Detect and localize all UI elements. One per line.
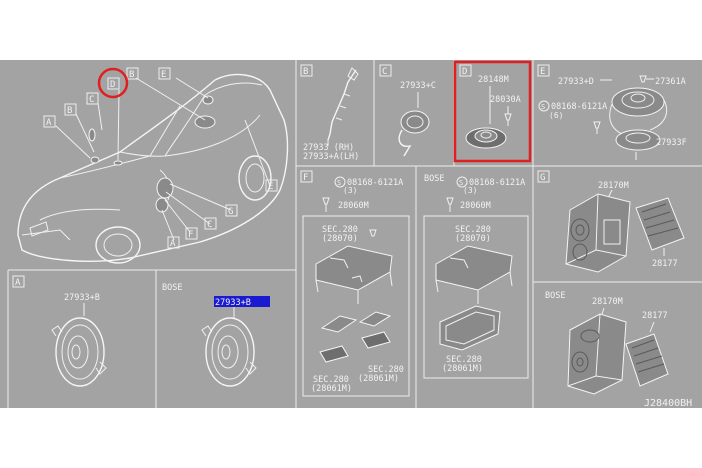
panel-c: C 27933+C [379, 64, 436, 157]
callout-e: E [161, 70, 166, 80]
f-part: 28060M [338, 201, 369, 211]
a-bose-part: 27933+B [215, 298, 251, 308]
a-part: 27933+B [64, 293, 100, 303]
panel-f: F S 08168-6121A (3) 28060M SEC.280 (2807… [300, 170, 410, 397]
e-screw: 08168-6121A [551, 102, 607, 112]
panel-f-bose: BOSE S 08168-6121A (3) 28060M SEC.280 (2… [423, 174, 529, 379]
svg-text:F: F [303, 173, 308, 183]
panel-d: D 28148M 28030A [453, 60, 532, 163]
svg-text:G: G [540, 173, 545, 183]
svg-text:B: B [303, 67, 308, 77]
b-part-lh: 27933+A(LH) [303, 152, 359, 162]
reference-code: J28400BH [644, 398, 692, 408]
svg-text:BOSE: BOSE [162, 283, 182, 293]
svg-text:(28061M): (28061M) [442, 364, 483, 374]
svg-text:A: A [15, 278, 21, 288]
callout-e2: E [268, 182, 273, 192]
svg-text:BOSE: BOSE [424, 174, 444, 184]
callout-a: A [46, 118, 52, 128]
e-part-3: 27933F [656, 138, 687, 148]
g-bose-part-2: 28177 [642, 311, 668, 321]
svg-text:(28070): (28070) [322, 234, 358, 244]
highlight-circle [97, 67, 129, 99]
bose-screw-qty: (3) [463, 186, 477, 195]
car-leader-lines [55, 77, 271, 241]
svg-text:(28061M): (28061M) [358, 374, 399, 384]
callout-c2: C [207, 220, 212, 230]
svg-text:SEC.280: SEC.280 [368, 365, 404, 375]
callout-f: F [188, 230, 193, 240]
callout-b2: B [129, 70, 134, 80]
svg-text:S: S [541, 103, 545, 111]
g-bose-part-1: 28170M [592, 297, 623, 307]
d-part-speaker: 28148M [478, 75, 509, 85]
callout-d: D [110, 80, 115, 90]
panel-e: E 27933+D 27361A S 08168-6121A (6) 27933… [537, 64, 687, 160]
svg-text:SEC.280: SEC.280 [313, 375, 349, 385]
panel-g: G 28170M 28177 [537, 170, 685, 273]
svg-text:S: S [459, 179, 463, 187]
g-part-2: 28177 [652, 259, 678, 269]
svg-text:S: S [337, 179, 341, 187]
svg-text:(28061M): (28061M) [311, 384, 352, 394]
e-part-1: 27933+D [558, 77, 594, 87]
panel-a-bose: BOSE 27933+B [162, 283, 270, 387]
bose-part: 28060M [460, 201, 491, 211]
svg-text:C: C [382, 67, 387, 77]
e-part-2: 27361A [655, 77, 686, 87]
f-screw: 08168-6121A [347, 178, 403, 188]
panel-b: B 27933 (RH) 27933+A(LH) [300, 64, 359, 162]
f-screw-qty: (3) [343, 186, 357, 195]
c-part: 27933+C [400, 81, 436, 91]
parts-diagram: A B C D B E E G C F A B 27933 (RH) 27933… [0, 60, 702, 408]
panel-borders [7, 60, 702, 408]
car-illustration [17, 73, 289, 264]
d-part-screw: 28030A [490, 95, 521, 105]
svg-text:E: E [540, 67, 545, 77]
b-part-rh: 27933 (RH) [303, 143, 354, 153]
g-part-1: 28170M [598, 181, 629, 191]
car-callout-boxes: A B C D B E E G C F A [43, 67, 278, 249]
svg-text:SEC.280: SEC.280 [446, 355, 482, 365]
callout-g: G [228, 207, 233, 217]
e-screw-qty: (6) [549, 111, 563, 120]
svg-text:SEC.280: SEC.280 [455, 225, 491, 235]
callout-b: B [67, 106, 72, 116]
callout-a2: A [170, 239, 176, 249]
svg-text:(28070): (28070) [455, 234, 491, 244]
bose-screw: 08168-6121A [469, 178, 525, 188]
svg-text:D: D [462, 67, 467, 77]
svg-text:BOSE: BOSE [545, 291, 565, 301]
panel-a: A 27933+B [12, 275, 107, 387]
svg-text:SEC.280: SEC.280 [322, 225, 358, 235]
callout-c: C [89, 95, 94, 105]
blue-highlight [214, 296, 270, 307]
panel-g-bose: BOSE 28170M 28177 [545, 291, 669, 395]
highlight-box [453, 60, 532, 163]
